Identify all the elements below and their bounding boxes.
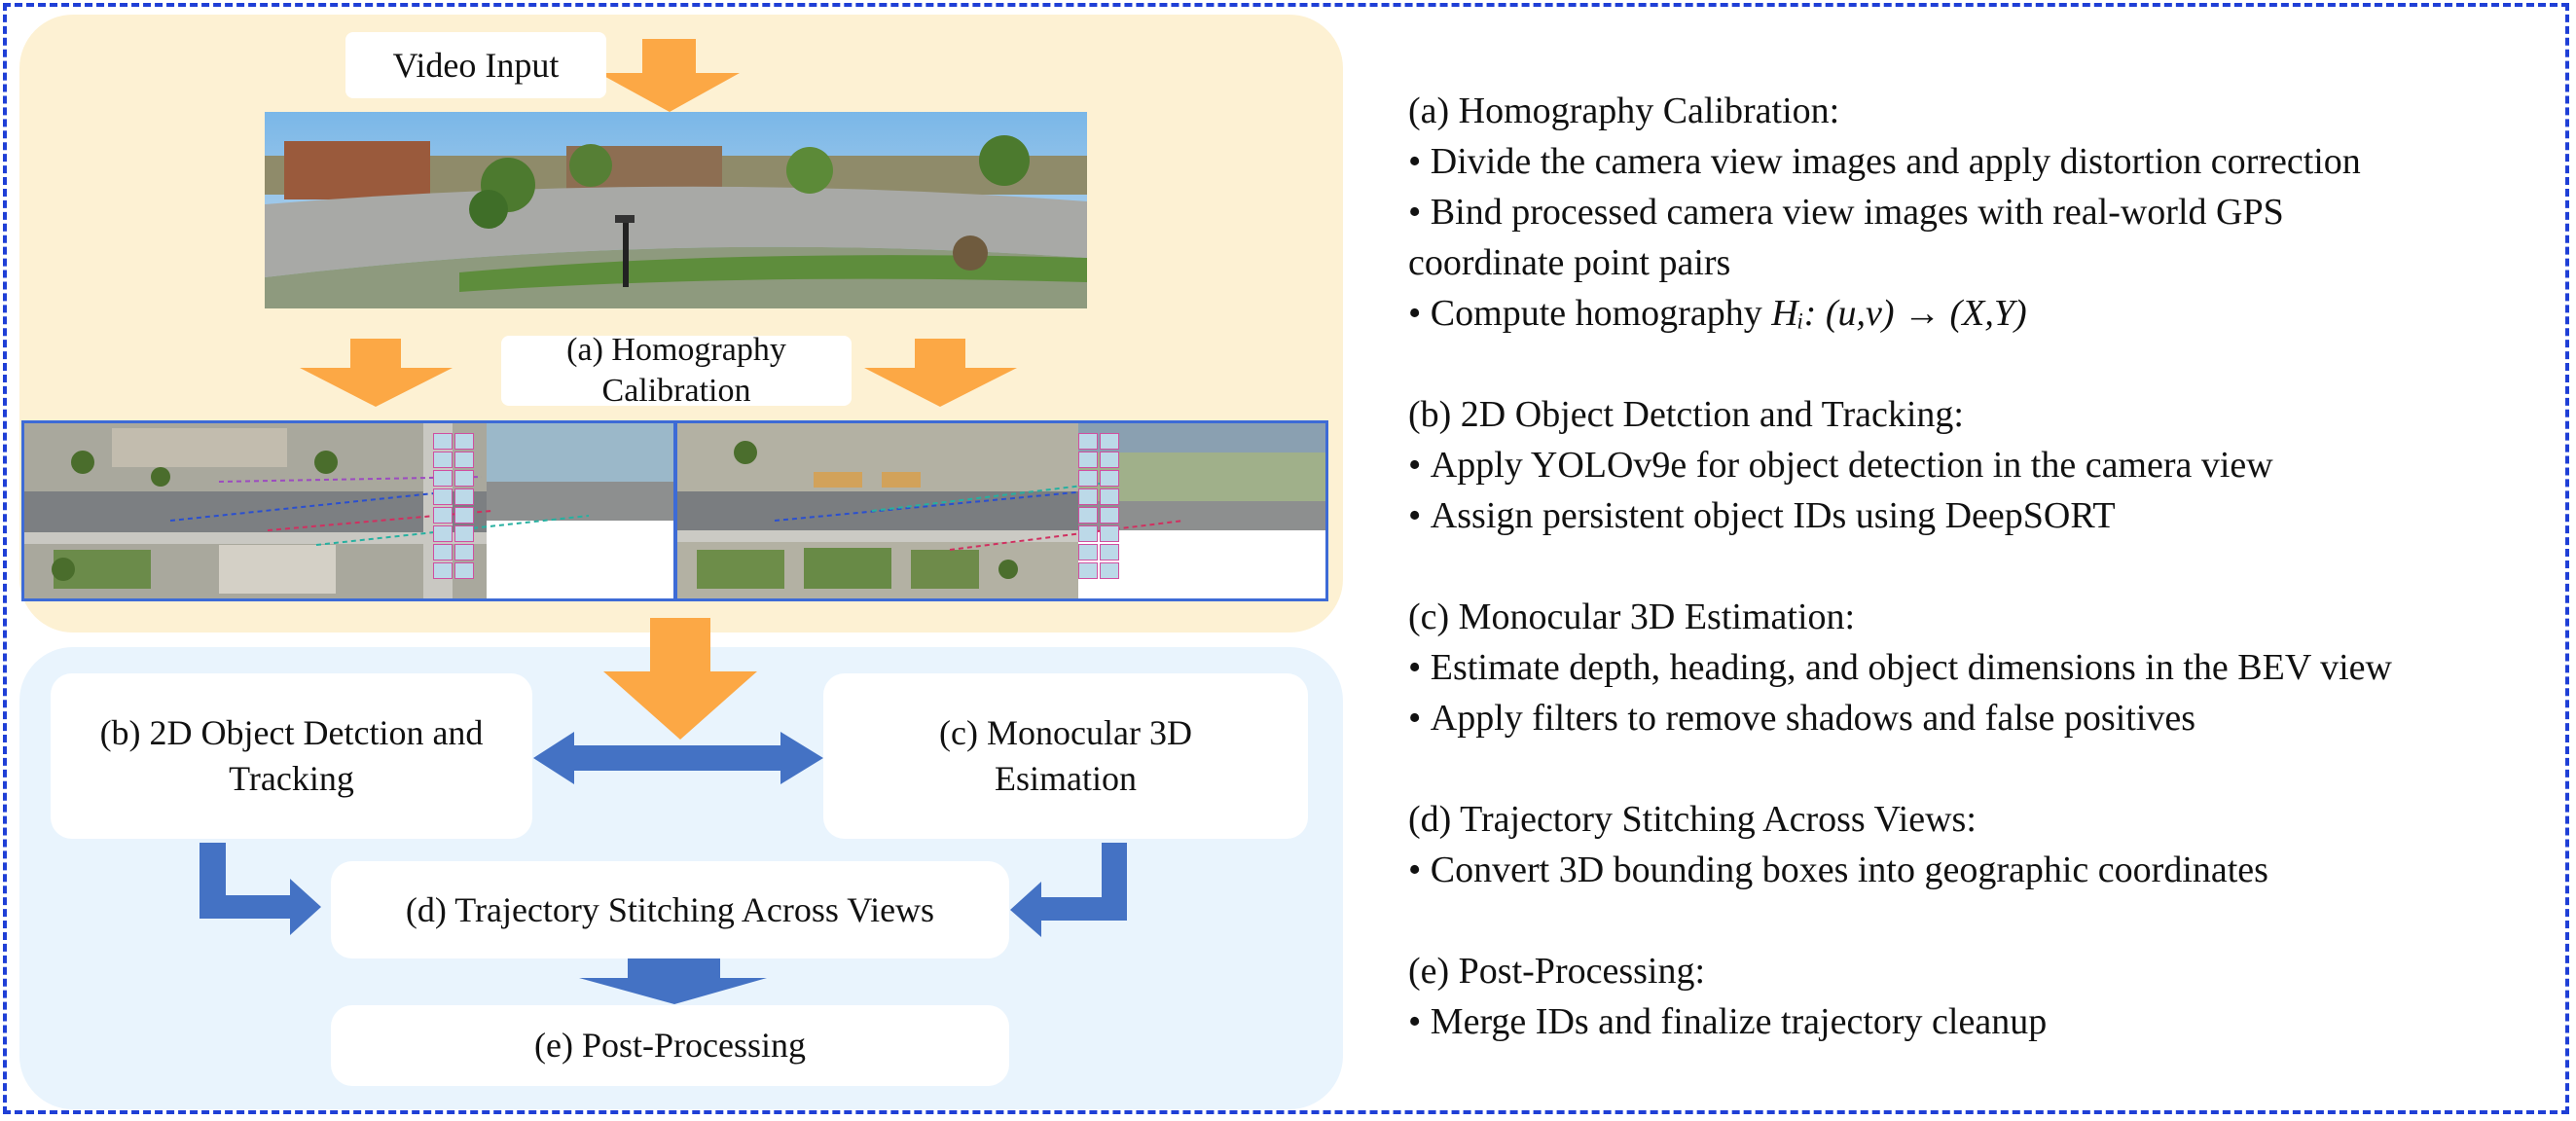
orange-arrow-video bbox=[599, 39, 740, 112]
calibration-image-right bbox=[674, 420, 1328, 601]
bullet-item: •Divide the camera view images and apply… bbox=[1408, 141, 2361, 182]
bullet-item: •Assign persistent object IDs using Deep… bbox=[1408, 495, 2116, 536]
description-text: (a) Homography Calibration: •Divide the … bbox=[1408, 86, 2557, 1098]
video-input-label: Video Input bbox=[392, 45, 560, 85]
blue-arrow-down bbox=[579, 958, 767, 1004]
trajectory-stitching-box: (d) Trajectory Stitching Across Views bbox=[331, 861, 1009, 958]
calibration-points-grid-right bbox=[1078, 433, 1119, 579]
bullet-item-formula: •Compute homography Hᵢ: (u,v) → (X,Y) bbox=[1408, 293, 2027, 334]
bullet-item: •Convert 3D bounding boxes into geograph… bbox=[1408, 850, 2268, 890]
bullet-continuation: coordinate point pairs bbox=[1408, 242, 1731, 283]
camera-panorama-image bbox=[265, 112, 1087, 308]
bullet-item: •Apply YOLOv9e for object detection in t… bbox=[1408, 445, 2273, 486]
mono-label-line2: Esimation bbox=[995, 759, 1137, 798]
bullet-item: •Merge IDs and finalize trajectory clean… bbox=[1408, 1001, 2048, 1042]
section-homography: (a) Homography Calibration: •Divide the … bbox=[1408, 86, 2557, 339]
section-post-processing: (e) Post-Processing: •Merge IDs and fina… bbox=[1408, 946, 2557, 1047]
bullet-item: •Apply filters to remove shadows and fal… bbox=[1408, 698, 2196, 739]
bullet-item: •Estimate depth, heading, and object dim… bbox=[1408, 647, 2392, 688]
blue-elbow-arrow-left bbox=[200, 843, 321, 935]
section-monocular: (c) Monocular 3D Estimation: •Estimate d… bbox=[1408, 592, 2557, 743]
section-title: (e) Post-Processing: bbox=[1408, 951, 1706, 992]
dashed-frame bbox=[3, 3, 2569, 1114]
homography-label-line1: (a) Homography bbox=[566, 331, 786, 368]
section-stitching: (d) Trajectory Stitching Across Views: •… bbox=[1408, 794, 2557, 895]
homography-calibration-box: (a) Homography Calibration bbox=[501, 332, 852, 409]
post-processing-box: (e) Post-Processing bbox=[331, 1005, 1009, 1086]
section-detection: (b) 2D Object Detction and Tracking: •Ap… bbox=[1408, 389, 2557, 541]
video-input-box: Video Input bbox=[345, 32, 606, 98]
post-processing-label: (e) Post-Processing bbox=[534, 1026, 806, 1066]
calibration-image-left bbox=[21, 420, 676, 601]
orange-arrow-left bbox=[300, 339, 453, 407]
formula-mapping: : (u,v) → (X,Y) bbox=[1803, 293, 2027, 334]
blue-elbow-arrow-right bbox=[1010, 843, 1127, 937]
section-title: (a) Homography Calibration: bbox=[1408, 90, 1840, 131]
calibration-points-grid-left bbox=[433, 433, 474, 579]
detection-tracking-box: (b) 2D Object Detction and Tracking bbox=[51, 673, 532, 839]
blue-double-arrow bbox=[533, 732, 823, 784]
monocular-3d-box: (c) Monocular 3D Esimation bbox=[823, 673, 1308, 839]
section-title: (b) 2D Object Detction and Tracking: bbox=[1408, 394, 1964, 435]
orange-arrow-down bbox=[603, 618, 757, 740]
section-title: (c) Monocular 3D Estimation: bbox=[1408, 597, 1856, 637]
section-title: (d) Trajectory Stitching Across Views: bbox=[1408, 799, 1977, 840]
detection-label-line2: Tracking bbox=[229, 759, 354, 798]
formula-symbol: Hᵢ bbox=[1771, 293, 1804, 334]
homography-label-line2: Calibration bbox=[601, 373, 751, 409]
bullet-item: •Bind processed camera view images with … bbox=[1408, 192, 2284, 233]
detection-label-line1: (b) 2D Object Detction and bbox=[99, 713, 484, 753]
mono-label-line1: (c) Monocular 3D bbox=[939, 713, 1192, 753]
orange-arrow-right bbox=[864, 339, 1017, 407]
stitching-label: (d) Trajectory Stitching Across Views bbox=[405, 889, 935, 929]
